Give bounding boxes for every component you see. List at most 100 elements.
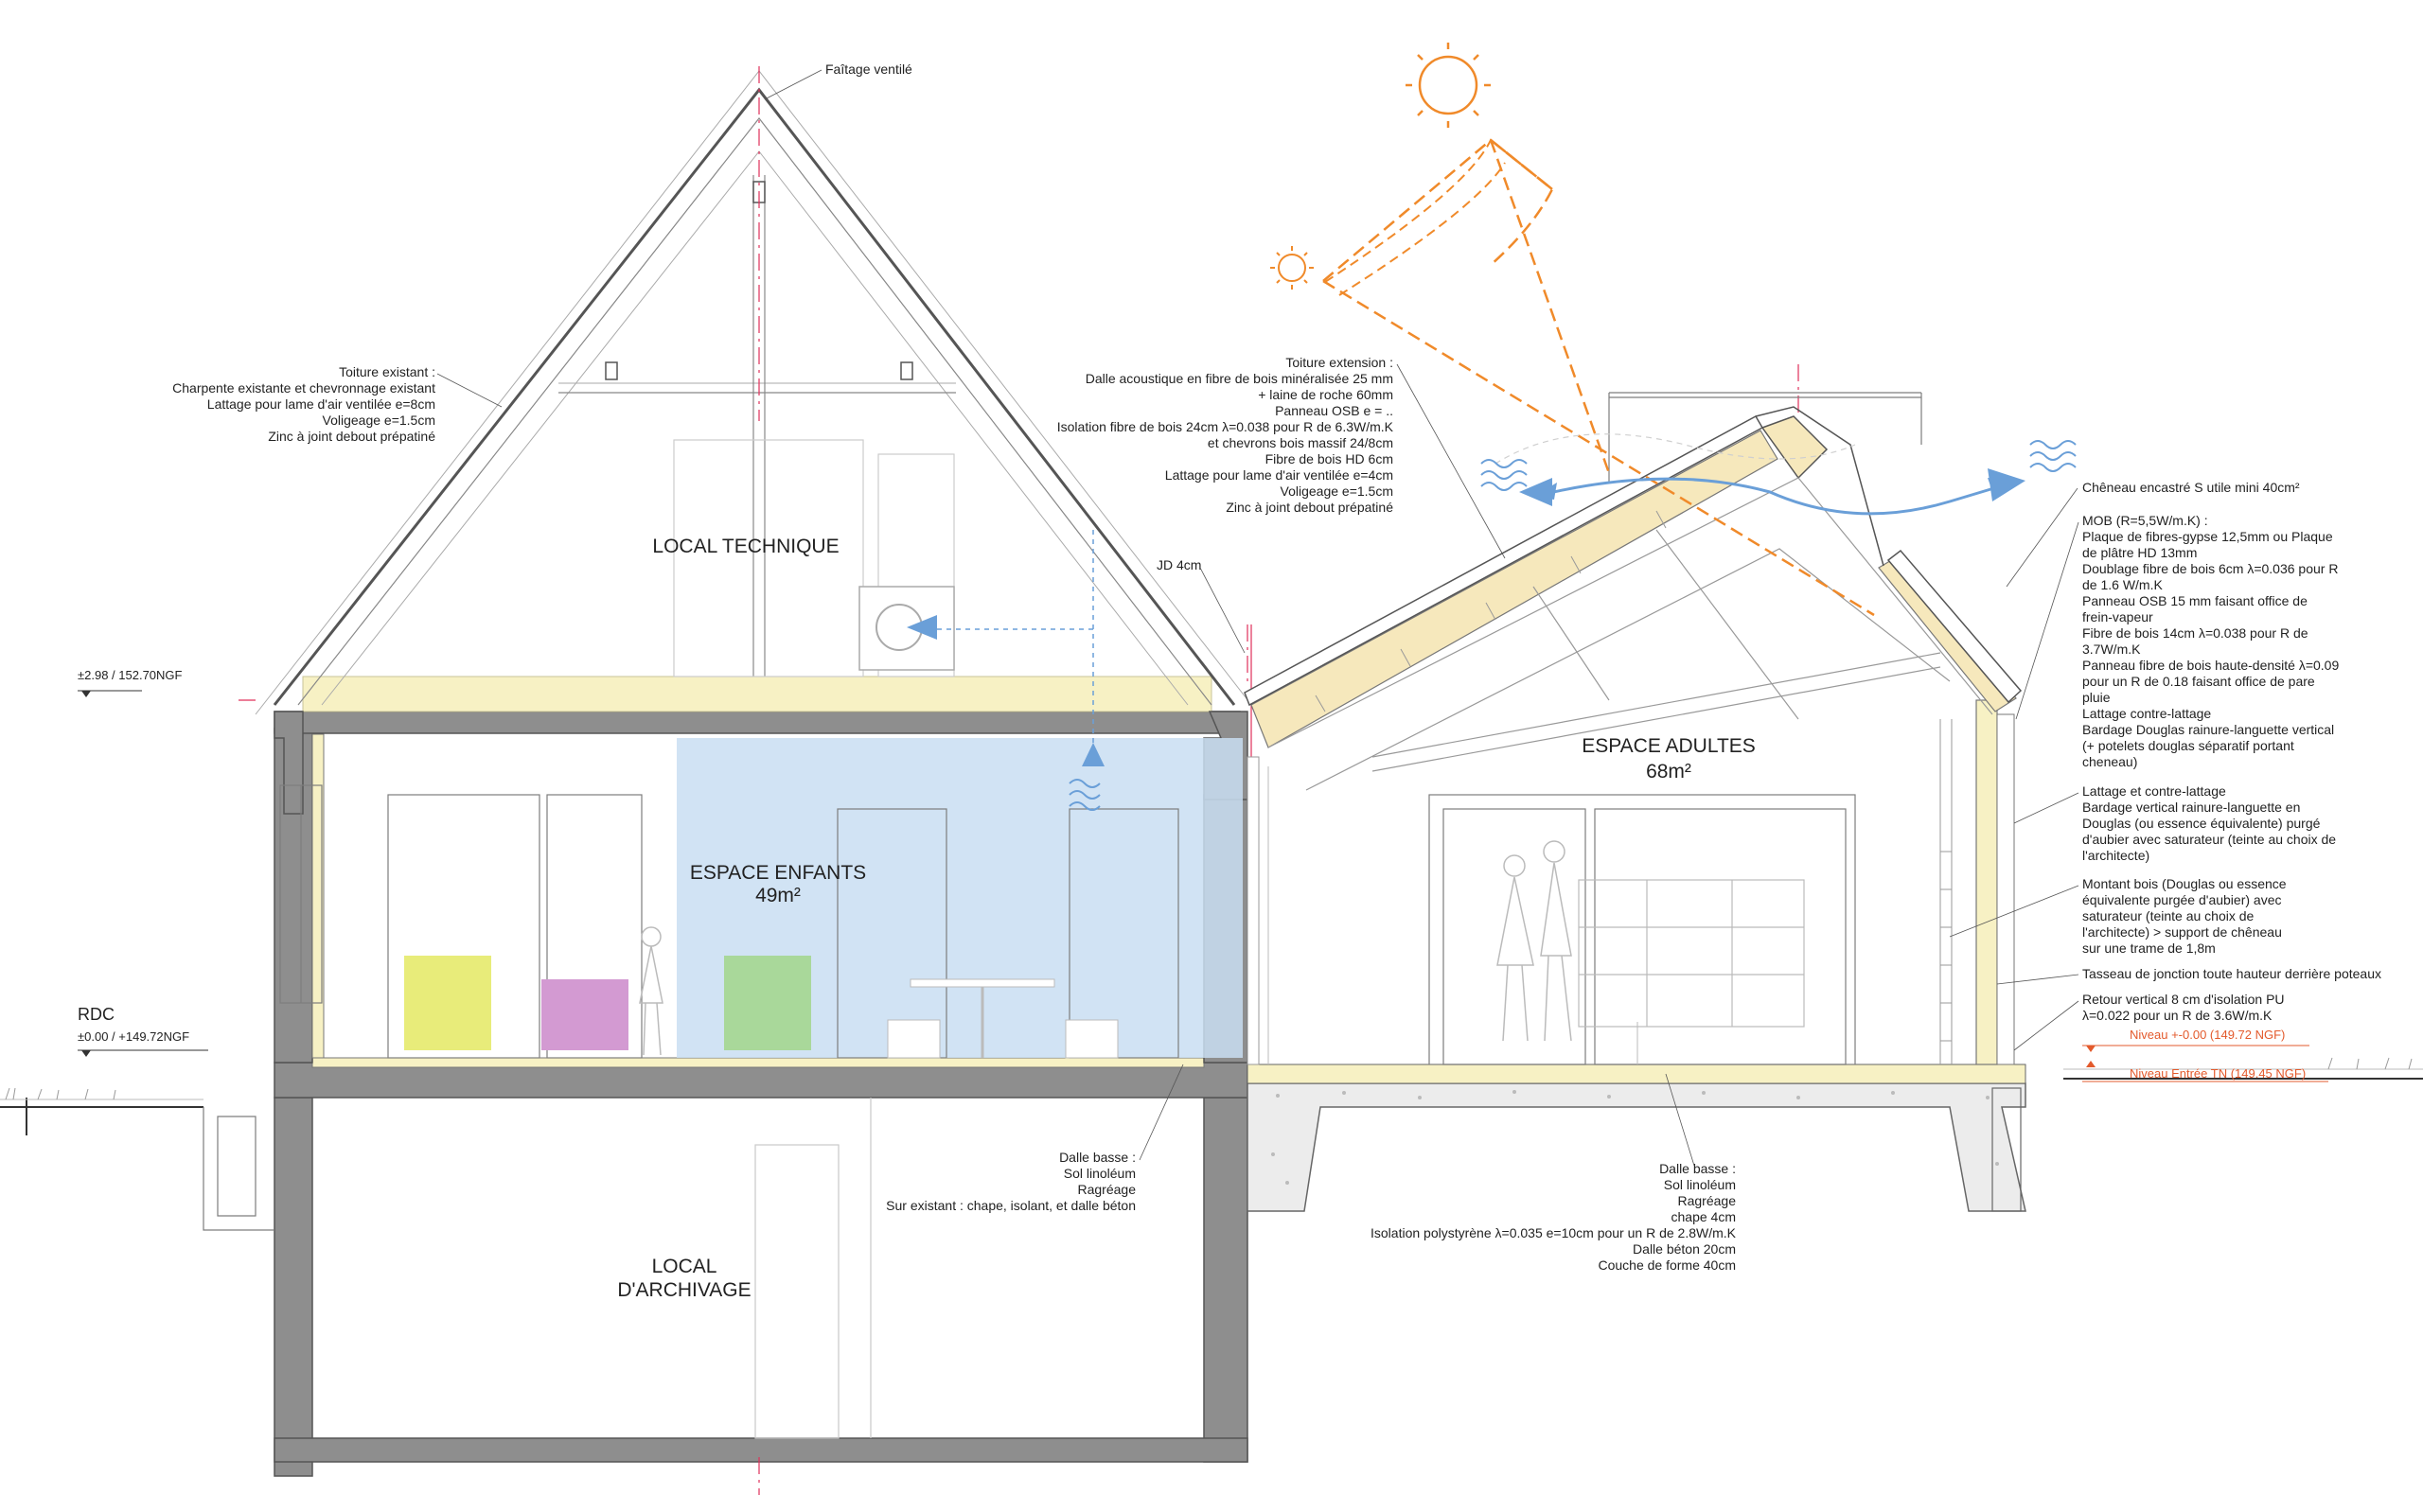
grass-hatching-right xyxy=(2327,1057,2413,1070)
room-espace-adultes-area: 68m² xyxy=(1646,761,1691,782)
leader-dalle-basse-right xyxy=(1665,1073,1695,1167)
note-jd: JD 4cm xyxy=(1157,557,1201,572)
note-faitage: Faîtage ventilé xyxy=(825,62,912,77)
annotation-line: Sur existant : chape, isolant, et dalle … xyxy=(886,1198,1136,1213)
ground-line xyxy=(0,1068,2423,1135)
adults-windows xyxy=(1428,794,1856,1065)
annotation-line: Ragréage xyxy=(1078,1182,1137,1197)
extension-roof-left xyxy=(1244,414,1778,748)
basement-wall-left xyxy=(274,1097,313,1477)
level-marker-niveau-entree: Niveau Entrée TN (149.45 NGF) xyxy=(2082,1061,2328,1082)
annotation-line: Isolation polystyrène λ=0.035 e=10cm pou… xyxy=(1371,1225,1737,1240)
annotation-line: chape 4cm xyxy=(1671,1209,1736,1224)
note-cheneau: Chêneau encastré S utile mini 40cm² xyxy=(2082,480,2300,495)
room-local-archivage-1: LOCAL xyxy=(652,1256,717,1277)
sun-icon-large xyxy=(1406,43,1491,128)
annotation-line: Ragréage xyxy=(1678,1193,1737,1208)
ground-floor-finish xyxy=(311,1057,1205,1068)
gutter-left xyxy=(274,711,304,815)
leader-dalle-basse-left xyxy=(1139,1064,1184,1161)
wind-icon-right xyxy=(2029,440,2077,472)
extension-right-footing xyxy=(1991,1087,2022,1212)
annotation-line: 3.7W/m.K xyxy=(2082,642,2141,657)
leader-jd xyxy=(1199,567,1246,654)
extension-right-cladding-slats xyxy=(1940,851,1952,1042)
annotation-line: Panneau fibre de bois haute-densité λ=0.… xyxy=(2082,658,2339,673)
cube-seat-yellow xyxy=(404,956,491,1050)
ventilation-unit xyxy=(858,586,955,671)
annotation-line: d'aubier avec saturateur (teinte au choi… xyxy=(2082,832,2336,847)
note-dalle-basse-right: Dalle basse : Sol linoléum Ragréage chap… xyxy=(1371,1161,1737,1273)
extension-roof-right xyxy=(1878,549,2023,712)
annotation-line: pour un R de 0.18 faisant office de pare xyxy=(2082,674,2315,689)
note-toiture-extension: Toiture extension : Dalle acoustique en … xyxy=(1057,355,1394,515)
note-montant: Montant bois (Douglas ou essence équival… xyxy=(2082,876,2287,956)
leader-mob xyxy=(2015,521,2079,720)
foundation-gravel xyxy=(1271,1090,1999,1185)
annotation-line: MOB (R=5,5W/m.K) : xyxy=(2082,513,2208,528)
annotation-line: Dalle basse : xyxy=(1059,1150,1136,1165)
room-espace-enfants-area: 49m² xyxy=(755,885,801,906)
annotation-line: Sol linoléum xyxy=(1064,1166,1136,1181)
cube-seat-green xyxy=(724,956,811,1050)
annotation-line: cheneau) xyxy=(2082,754,2137,769)
note-tasseau: Tasseau de jonction toute hauteur derriè… xyxy=(2082,966,2381,981)
leader-cheneau xyxy=(2006,487,2078,588)
child-silhouette xyxy=(639,926,663,1056)
glazed-doors-left xyxy=(387,794,1179,1059)
ground-floor-slab xyxy=(274,1062,1248,1099)
annotation-line: Charpente existante et chevronnage exist… xyxy=(172,380,435,396)
annotation-line: Isolation fibre de bois 24cm λ=0.038 pou… xyxy=(1057,419,1394,434)
annotation-line: Toiture existant : xyxy=(339,364,435,379)
basement-floor-slab xyxy=(274,1437,1248,1463)
grass-hatching-left xyxy=(5,1087,116,1100)
wind-icon-center xyxy=(1069,779,1101,811)
note-mob: MOB (R=5,5W/m.K) : Plaque de fibres-gyps… xyxy=(2082,513,2339,769)
annotation-line: Voligeage e=1.5cm xyxy=(323,413,435,428)
note-lattage: Lattage et contre-lattage Bardage vertic… xyxy=(2082,783,2336,863)
level-marker-rdc: RDC ±0.00 / +149.72NGF xyxy=(78,1005,208,1057)
annotation-line: Plaque de fibres-gypse 12,5mm ou Plaque xyxy=(2082,529,2333,544)
annotation-line: Dalle basse : xyxy=(1659,1161,1736,1176)
annotation-line: l'architecte) > support de chêneau xyxy=(2082,924,2282,940)
room-local-technique: LOCAL TECHNIQUE xyxy=(652,536,839,557)
ground-wall-left-insulation xyxy=(311,733,325,1059)
level-rdc-title: RDC xyxy=(78,1005,115,1024)
annotation-line: Bardage Douglas rainure-languette vertic… xyxy=(2082,722,2334,737)
light-well xyxy=(217,1116,256,1217)
annotation-line: Dalle acoustique en fibre de bois minéra… xyxy=(1086,371,1393,386)
annotation-line: Lattage et contre-lattage xyxy=(2082,783,2226,799)
annotation-line: Sol linoléum xyxy=(1664,1177,1736,1192)
leader-faitage xyxy=(764,69,822,100)
annotation-line: Zinc à joint debout prépatiné xyxy=(1226,500,1393,515)
annotation-line: frein-vapeur xyxy=(2082,609,2153,624)
roof-rail-frame xyxy=(1608,392,1922,483)
upper-floor-slab xyxy=(274,711,1241,734)
arrow-left-icon xyxy=(907,615,937,640)
level-rdc-text: ±0.00 / +149.72NGF xyxy=(78,1029,189,1044)
sun-icon-small xyxy=(1270,246,1314,290)
annotation-line: λ=0.022 pour un R de 3.6W/m.K xyxy=(2082,1008,2273,1023)
annotation-line: et chevrons bois massif 24/8cm xyxy=(1208,435,1393,450)
level-niveau-zero-text: Niveau +-0.00 (149.72 NGF) xyxy=(2130,1028,2285,1042)
basement-door xyxy=(754,1144,840,1439)
left-window xyxy=(279,784,323,1004)
annotation-line: + laine de roche 60mm xyxy=(1258,387,1393,402)
note-toiture-existant: Toiture existant : Charpente existante e… xyxy=(172,364,435,444)
annotation-line: Doublage fibre de bois 6cm λ=0.036 pour … xyxy=(2082,561,2338,576)
leader-tasseau xyxy=(1996,974,2079,985)
wind-icon-left xyxy=(1480,459,1528,491)
level-marker-niveau-zero: Niveau +-0.00 (149.72 NGF) xyxy=(2082,1028,2309,1052)
axis-lines xyxy=(239,66,1799,1495)
annotation-line: Bardage vertical rainure-languette en xyxy=(2082,800,2300,815)
adult-silhouettes xyxy=(1496,840,1572,1042)
annotation-line: équivalente purgée d'aubier) avec xyxy=(2082,892,2282,907)
extension-right-wall xyxy=(1939,699,2015,1065)
airflow-arrows xyxy=(1494,433,2025,516)
basement-wall-right xyxy=(1203,1097,1248,1463)
annotation-line: (+ potelets douglas séparatif portant xyxy=(2082,738,2294,753)
annotation-line: de 1.6 W/m.K xyxy=(2082,577,2163,592)
roof-ridge-valley xyxy=(1755,406,1884,567)
cube-seat-pink xyxy=(541,979,628,1050)
